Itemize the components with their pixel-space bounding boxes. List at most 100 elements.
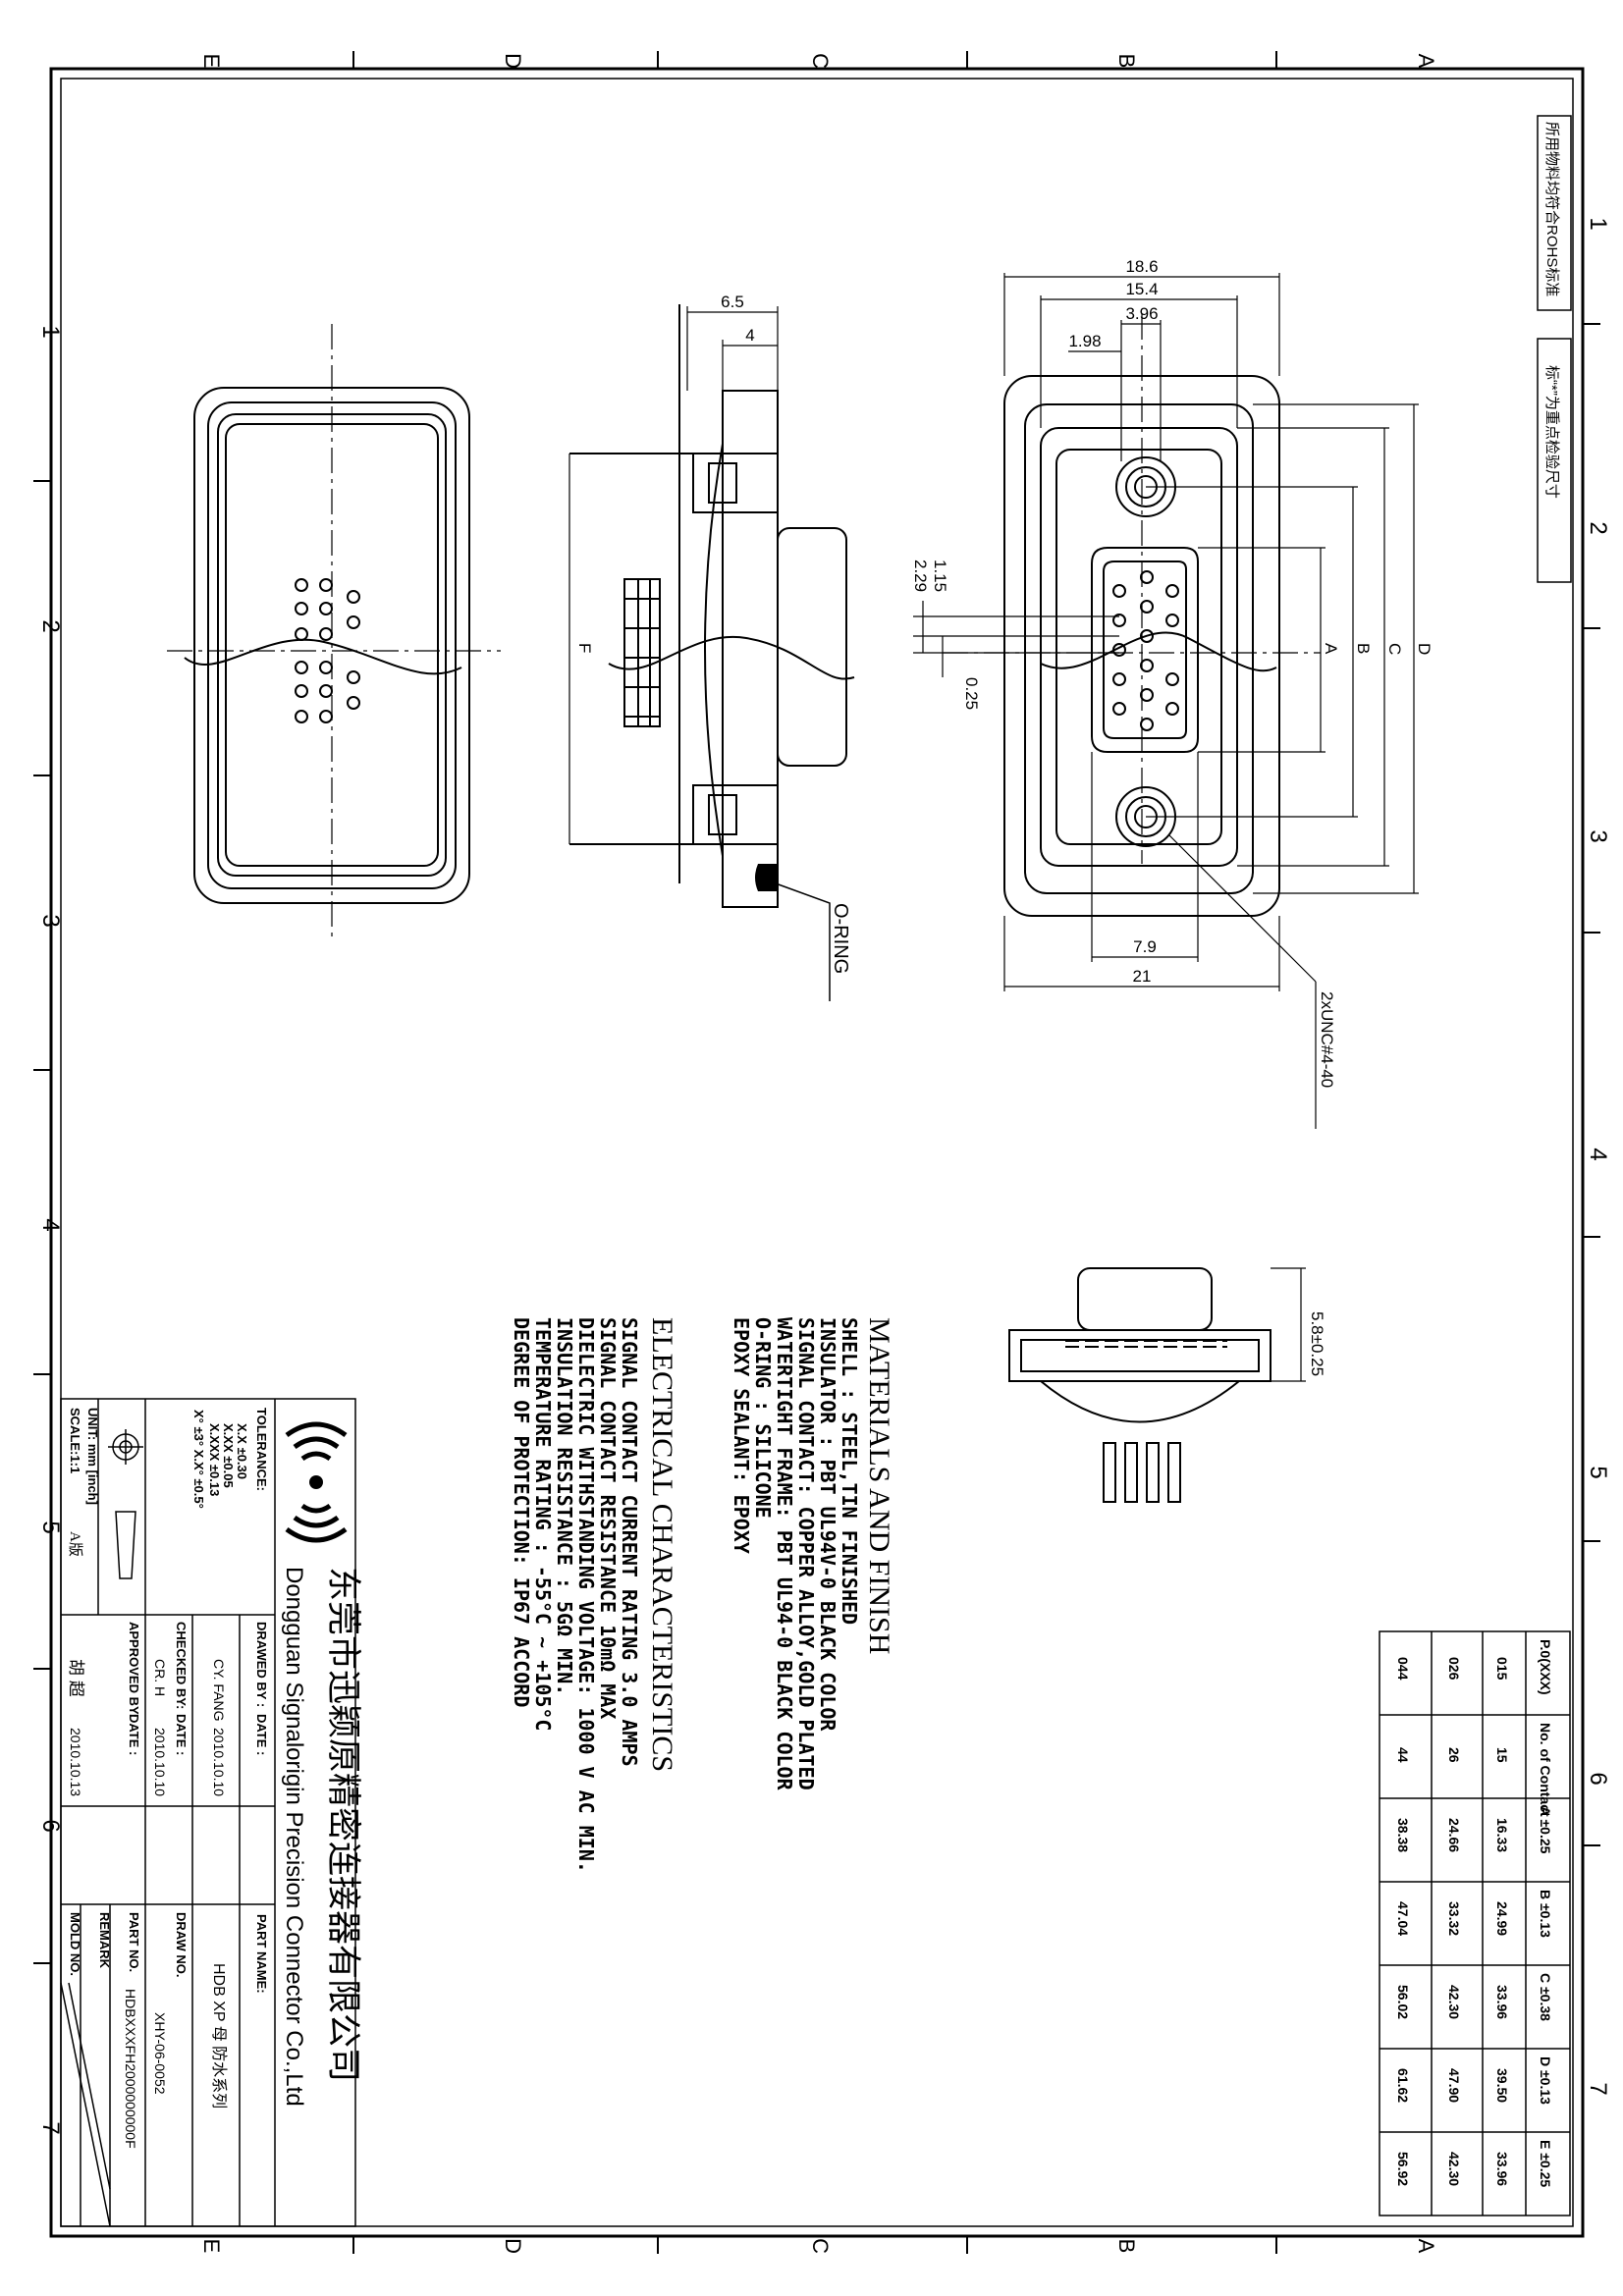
table-header-part: P.0(XXX) — [1538, 1639, 1553, 1695]
zone-letter-bottom-c: C — [808, 2238, 833, 2254]
zone-letter-bottom-b: B — [1114, 2239, 1139, 2254]
zone-number-right-1: 1 — [1585, 217, 1611, 230]
checked-by-label: CHECKED BY: — [174, 1622, 189, 1709]
zone-letter-bottom-d: D — [501, 2238, 525, 2254]
tolerance-block: TOLERANCE: X.X ±0.30 X.XX ±0.05 X.XXX ±0… — [191, 1408, 269, 1509]
draw-number: XHY-06-0052 — [152, 2012, 168, 2095]
dim-7-9: 7.9 — [1133, 937, 1157, 956]
front-view — [1003, 375, 1280, 917]
table-cell: 42.30 — [1446, 2152, 1462, 2186]
dim-d-label: D — [1415, 643, 1434, 655]
materials-block: MATERIALS AND FINISH SHELL : STEEL,TIN F… — [730, 1317, 895, 1791]
checked-by: CR. H — [152, 1659, 168, 1696]
approved-date-label: DATE : — [127, 1714, 141, 1755]
zone-number-left-5: 5 — [37, 1521, 64, 1533]
signoff-labels: DRAWED BY : DATE : CHECKED BY: DATE : AP… — [68, 1622, 269, 1994]
electrical-heading: ELECTRICAL CHARACTERISTICS — [646, 1317, 678, 1772]
rear-view-break-line — [184, 638, 462, 675]
zone-letter-top-b: B — [1114, 54, 1139, 69]
dimension-table-grid — [1379, 1630, 1571, 2216]
version-label: A版 — [67, 1531, 83, 1557]
approved-date: 2010.10.13 — [68, 1728, 83, 1796]
table-cell: 24.66 — [1446, 1818, 1462, 1852]
dim-2-29: 2.29 — [911, 560, 930, 592]
dim-5-8: 5.8±0.25 — [1308, 1311, 1326, 1376]
dim-3-96: 3.96 — [1125, 304, 1158, 323]
part-name-label: PART NAME: — [254, 1914, 269, 1994]
company-name-en: Dongguan Signalorigin Precision Connecto… — [281, 1567, 307, 2107]
approved-by-label: APPROVED BY: — [127, 1622, 141, 1718]
rear-view-centerlines — [167, 324, 501, 942]
front-view-dimension-lines — [913, 273, 1419, 1129]
table-cell: 26 — [1446, 1747, 1462, 1763]
part-no-label: PART NO. — [127, 1912, 141, 1972]
front-view-break-line — [1040, 631, 1277, 672]
part-name: HDB XP 母 防水系列 — [210, 1963, 228, 2109]
electrical-block: ELECTRICAL CHARACTERISTICS SIGNAL CONTAC… — [510, 1317, 678, 1873]
materials-line-5: O-RING : SILICONE — [751, 1317, 775, 1519]
zone-letter-top-d: D — [501, 53, 525, 69]
o-ring-marker — [755, 864, 778, 891]
zone-number-left-6: 6 — [37, 1819, 64, 1832]
zone-letter-top-e: E — [199, 54, 224, 69]
table-header-c: C ±0.38 — [1538, 1973, 1553, 2021]
tolerance-line-3: X.XXX ±0.13 — [207, 1423, 222, 1496]
electrical-line-5: TEMPERATURE RATING : -55°C ~ +105°C — [531, 1317, 555, 1731]
dim-21: 21 — [1133, 967, 1152, 986]
table-cell: 044 — [1395, 1657, 1411, 1681]
dim-4: 4 — [745, 326, 754, 345]
zone-number-left-4: 4 — [37, 1218, 64, 1231]
bottom-zone-letters: A B C D E — [199, 2238, 1438, 2254]
table-cell: 56.92 — [1395, 2152, 1411, 2186]
table-cell: 39.50 — [1494, 2068, 1510, 2103]
thread-callout: 2xUNC#4-40 — [1318, 991, 1336, 1088]
zone-number-right-6: 6 — [1585, 1772, 1611, 1785]
electrical-line-4: INSULATION RESISTANCE : 5GΩ MIN. — [553, 1317, 576, 1695]
table-cell: 015 — [1494, 1657, 1510, 1681]
table-cell: 44 — [1395, 1747, 1411, 1763]
rohs-note: 所用物料均符合ROHS标准 — [1543, 122, 1560, 296]
dim-1-98: 1.98 — [1068, 332, 1101, 350]
drawn-date: 2010.10.10 — [211, 1728, 227, 1796]
drawn-by-label: DRAWED BY : — [254, 1622, 269, 1707]
dim-f-label: F — [575, 643, 594, 653]
table-cell: 24.99 — [1494, 1901, 1510, 1936]
zone-letter-bottom-e: E — [199, 2239, 224, 2254]
zone-dividers — [33, 51, 1600, 2254]
side-view-dimension-labels: 6.5 4 F O-RING — [575, 293, 851, 974]
materials-line-3: SIGNAL CONTACT: COPPER ALLOY,GOLD PLATED — [794, 1317, 818, 1790]
table-cell: 38.38 — [1395, 1818, 1411, 1852]
zone-letter-bottom-a: A — [1414, 2239, 1438, 2254]
table-header-contacts: No. of Contact — [1538, 1723, 1553, 1817]
electrical-line-2: SIGNAL CONTACT RESISTANCE 10mΩ MAX — [596, 1317, 620, 1719]
front-view-centerlines — [943, 314, 1321, 864]
signoff-values: CY. FANG 2010.10.10 CR. H 2010.10.10 胡 超… — [67, 1659, 228, 2149]
zone-number-right-4: 4 — [1585, 1148, 1611, 1160]
left-zone-numbers: 1 2 3 4 5 6 7 — [37, 325, 64, 2134]
table-header-a: A ±0.25 — [1538, 1806, 1553, 1854]
materials-line-2: INSULATOR : PBT UL94V-0 BLACK COLOR — [816, 1317, 839, 1732]
materials-line-1: SHELL : STEEL,TIN FINISHED — [838, 1317, 861, 1625]
side-view-break-line — [608, 635, 855, 680]
table-cell: 47.04 — [1395, 1901, 1411, 1936]
draw-no-label: DRAW NO. — [174, 1912, 189, 1977]
tolerance-label: TOLERANCE: — [254, 1408, 269, 1491]
zone-number-right-2: 2 — [1585, 521, 1611, 534]
electrical-line-1: SIGNAL CONTACT CURRENT RATING 3.0 AMPS — [618, 1317, 641, 1767]
tolerance-line-2: X.XX ±0.05 — [221, 1423, 236, 1488]
zone-number-right-7: 7 — [1585, 2082, 1611, 2095]
inner-border — [60, 78, 1574, 2227]
zone-number-right-5: 5 — [1585, 1466, 1611, 1478]
zone-number-left-7: 7 — [37, 2121, 64, 2134]
projection-symbol-icon — [108, 1429, 143, 1579]
materials-line-4: WATERTIGHT FRAME: PBT UL94-0 BLACK COLOR — [773, 1317, 796, 1791]
table-cell: 16.33 — [1494, 1818, 1510, 1852]
electrical-line-3: DIELECTRIC WITHSTANDING VOLTAGE: 1000 V … — [574, 1317, 598, 1873]
dim-c-label: C — [1385, 643, 1404, 655]
outer-border — [49, 67, 1585, 2238]
unit-scale-block: UNIT: mm [inch] SCALE:1:1 — [68, 1408, 100, 1505]
tolerance-line-4: X° ±3° X.X° ±0.5° — [191, 1410, 206, 1509]
critical-dimension-note: 标“*”为重点检验尺寸 — [1543, 365, 1560, 499]
table-cell: 47.90 — [1446, 2068, 1462, 2103]
